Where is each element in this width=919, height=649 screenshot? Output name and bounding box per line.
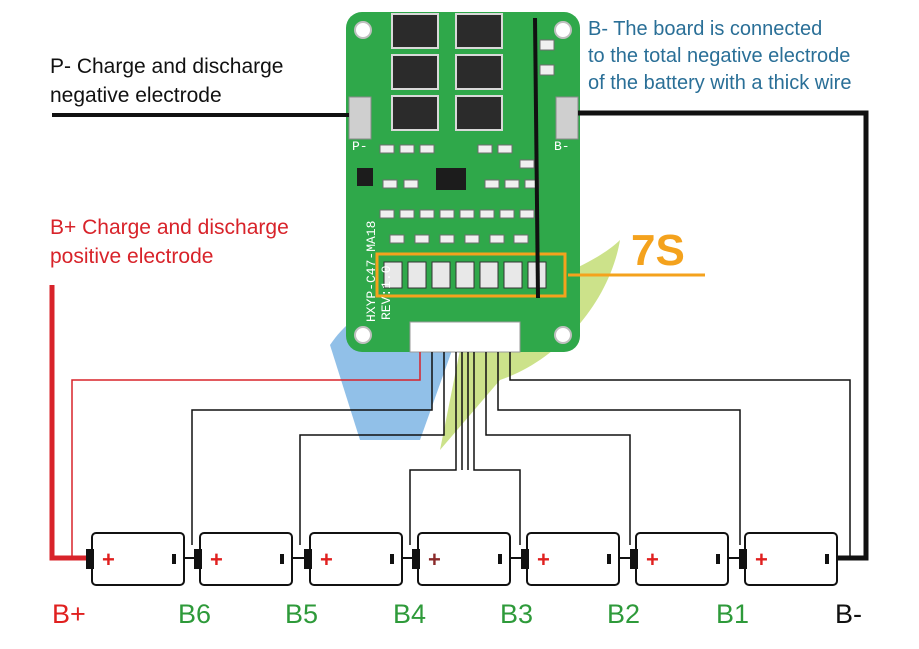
b-plus-description: B+ Charge and discharge positive electro…: [50, 213, 289, 271]
battery-cell: +: [86, 532, 185, 586]
p-minus-description: P- Charge and discharge negative electro…: [50, 52, 283, 110]
p-minus-line-2: negative electrode: [50, 84, 222, 107]
battery-negative-terminal: [716, 554, 720, 564]
balance-wires: [71, 352, 851, 558]
battery-string: + + + + + + +: [86, 532, 838, 586]
b-plus-wire: [49, 285, 92, 561]
node-label-b3: B3: [500, 599, 534, 629]
battery-cell: +: [412, 532, 511, 586]
node-label-b-minus: B-: [835, 599, 862, 629]
controller-ic: [436, 168, 466, 190]
battery-plus-sign: +: [428, 547, 441, 572]
battery-cell: +: [304, 532, 403, 586]
battery-positive-terminal: [86, 549, 94, 569]
battery-positive-terminal: [412, 549, 420, 569]
battery-cell: +: [739, 532, 838, 586]
battery-plus-sign: +: [755, 547, 768, 572]
battery-plus-sign: +: [646, 547, 659, 572]
battery-positive-terminal: [304, 549, 312, 569]
battery-negative-terminal: [172, 554, 176, 564]
battery-negative-terminal: [390, 554, 394, 564]
b-minus-wire: [578, 110, 869, 561]
board-rev: REV:1.0: [379, 265, 394, 320]
p-minus-line-1: P- Charge and discharge: [50, 55, 284, 78]
b-minus-line-1: B- The board is connected: [588, 18, 823, 40]
balance-connector: [409, 321, 521, 353]
b-minus-line-3: of the battery with a thick wire: [588, 72, 852, 94]
battery-cell: +: [521, 532, 620, 586]
battery-negative-terminal: [280, 554, 284, 564]
battery-positive-terminal: [630, 549, 638, 569]
battery-plus-sign: +: [102, 547, 115, 572]
b-plus-line-2: positive electrode: [50, 245, 214, 268]
battery-negative-terminal: [498, 554, 502, 564]
board-model: HXYP-C47-MA18: [364, 221, 379, 322]
battery-plus-sign: +: [320, 547, 333, 572]
node-label-b1: B1: [716, 599, 750, 629]
smd-components: [379, 39, 555, 244]
pad-p-label: P-: [352, 139, 368, 154]
battery-negative-terminal: [825, 554, 829, 564]
battery-plus-sign: +: [537, 547, 550, 572]
battery-positive-terminal: [194, 549, 202, 569]
pcb-board: P- B-: [346, 12, 580, 353]
battery-cell: +: [630, 532, 729, 586]
series-count-label: 7S: [631, 226, 685, 275]
p-minus-pad: [348, 96, 372, 140]
battery-cell: +: [194, 532, 293, 586]
b-minus-pad: [555, 96, 579, 140]
node-label-b-plus: B+: [52, 599, 86, 629]
balance-resistors: [383, 261, 547, 289]
pad-b-label: B-: [554, 139, 570, 154]
b-plus-line-1: B+ Charge and discharge: [50, 216, 289, 239]
node-label-b5: B5: [285, 599, 319, 629]
b-minus-line-2: to the total negative electrode: [588, 45, 851, 67]
node-label-b4: B4: [393, 599, 427, 629]
node-label-b6: B6: [178, 599, 212, 629]
battery-plus-sign: +: [210, 547, 223, 572]
node-label-b2: B2: [607, 599, 641, 629]
battery-negative-terminal: [607, 554, 611, 564]
battery-positive-terminal: [739, 549, 747, 569]
b-minus-description: B- The board is connected to the total n…: [588, 16, 851, 97]
mosfet-array: [391, 13, 503, 131]
small-ic: [357, 168, 373, 186]
battery-positive-terminal: [521, 549, 529, 569]
balance-resistors-highlight: [375, 252, 567, 298]
